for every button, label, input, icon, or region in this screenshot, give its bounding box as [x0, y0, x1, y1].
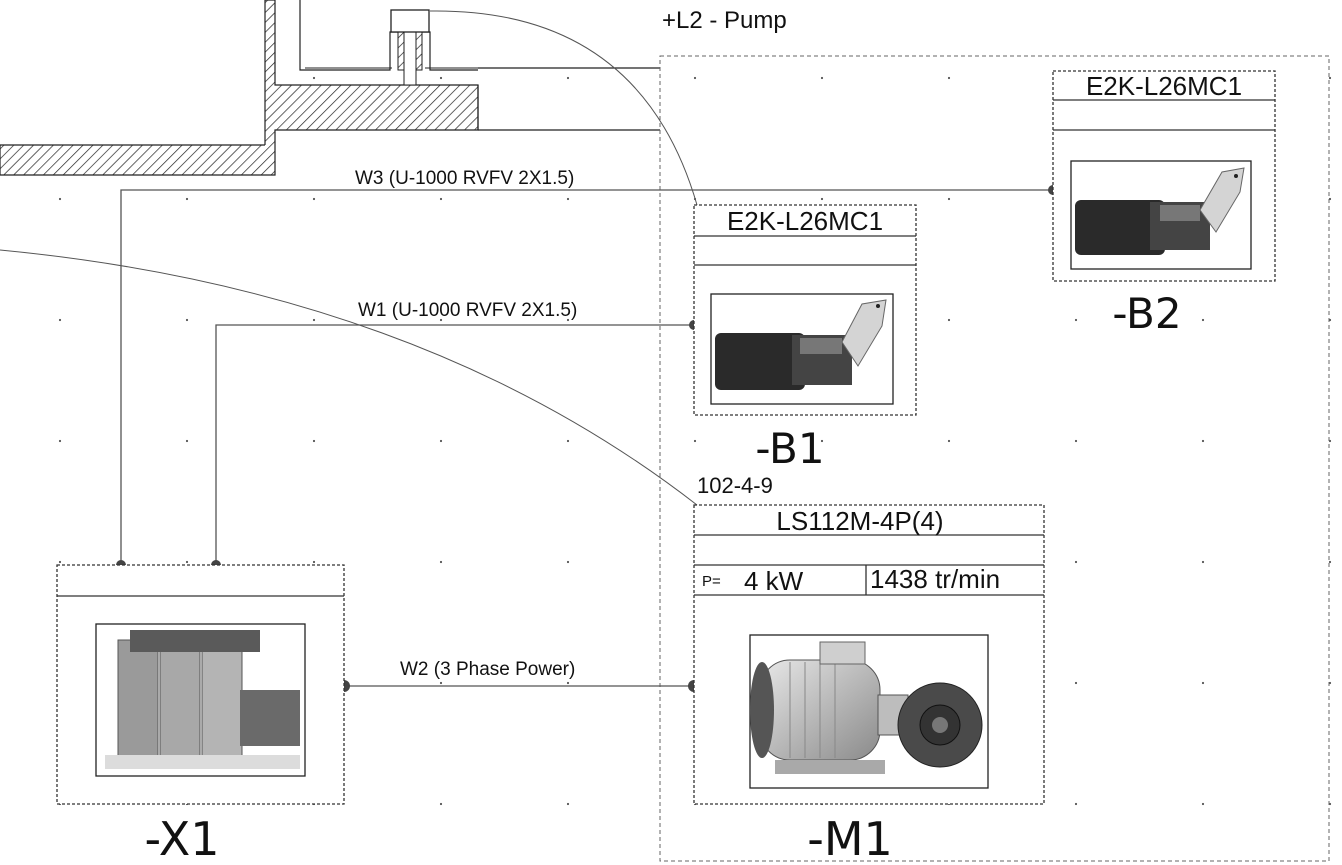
grid-dot — [1201, 802, 1205, 806]
sensor-link-curve — [429, 10, 698, 206]
grid-dot — [820, 439, 824, 443]
grid-dot — [566, 197, 570, 201]
grid-dot — [185, 197, 189, 201]
grid-dot — [312, 318, 316, 322]
limit-switch-icon — [1070, 160, 1252, 270]
grid-dot — [439, 197, 443, 201]
grid-dot — [947, 197, 951, 201]
location-label: +L2 - Pump — [662, 7, 787, 34]
grid-dot — [693, 76, 697, 80]
wire-w1[interactable]: W1 (U-1000 RVFV 2X1.5) — [215, 300, 694, 565]
grid-dot — [820, 197, 824, 201]
m1-speed: 1438 tr/min — [870, 564, 1000, 594]
device-m1[interactable]: 102-4-9 LS112M-4P(4) P= 4 kW 1438 tr/min — [693, 473, 1045, 865]
b2-reference: E2K-L26MC1 — [1086, 71, 1242, 101]
device-b2[interactable]: E2K-L26MC1 -B2 — [1052, 70, 1276, 338]
limit-switch-icon — [710, 293, 894, 405]
grid-dot — [58, 560, 62, 564]
wire-w2[interactable]: W2 (3 Phase Power) — [344, 659, 694, 687]
grid-dot — [1074, 439, 1078, 443]
grid-dot — [1201, 560, 1205, 564]
grid-dot — [1074, 681, 1078, 685]
grid-dot — [947, 439, 951, 443]
grid-dot — [58, 318, 62, 322]
b2-tag: -B2 — [1112, 289, 1181, 338]
m1-position: 102-4-9 — [697, 473, 773, 498]
grid-dot — [1201, 439, 1205, 443]
b1-reference: E2K-L26MC1 — [727, 206, 883, 236]
grid-dot — [439, 318, 443, 322]
pump-motor-icon — [749, 634, 989, 789]
grid-dot — [566, 76, 570, 80]
tank-drawing — [0, 0, 660, 176]
wire-w1-label: W1 (U-1000 RVFV 2X1.5) — [358, 300, 577, 321]
x1-tag: -X1 — [144, 812, 219, 865]
m1-reference: LS112M-4P(4) — [776, 506, 943, 536]
grid-dot — [439, 681, 443, 685]
grid-dot — [312, 560, 316, 564]
grid-dot — [1328, 560, 1332, 564]
grid-dot — [312, 197, 316, 201]
grid-dot — [566, 560, 570, 564]
location-frame[interactable] — [659, 55, 1330, 862]
grid-dot — [439, 439, 443, 443]
grid-dot — [1201, 681, 1205, 685]
motor-link-curve — [0, 249, 698, 506]
grid-dot — [1201, 318, 1205, 322]
grid-dot — [439, 802, 443, 806]
grid-dot — [693, 439, 697, 443]
grid-dot — [185, 560, 189, 564]
grid-dot — [947, 76, 951, 80]
m1-power-prefix: P= — [702, 573, 721, 590]
grid-dot — [58, 439, 62, 443]
grid-dot — [439, 560, 443, 564]
grid-dot — [185, 439, 189, 443]
grid-dot — [185, 318, 189, 322]
grid-dot — [312, 76, 316, 80]
grid-dot — [566, 318, 570, 322]
wire-w3-label: W3 (U-1000 RVFV 2X1.5) — [355, 168, 574, 189]
grid-dot — [820, 76, 824, 80]
grid-dot — [1328, 76, 1332, 80]
grid-dot — [566, 439, 570, 443]
wire-w2-label: W2 (3 Phase Power) — [400, 659, 575, 680]
wire-w3[interactable]: W3 (U-1000 RVFV 2X1.5) — [120, 168, 1053, 565]
device-b1[interactable]: E2K-L26MC1 -B1 — [693, 204, 917, 473]
grid-dot — [1074, 802, 1078, 806]
b1-tag: -B1 — [755, 424, 824, 473]
m1-tag: -M1 — [807, 812, 893, 865]
grid-dot — [312, 439, 316, 443]
m1-power: 4 kW — [744, 566, 804, 596]
grid-dot — [566, 681, 570, 685]
grid-dot — [439, 76, 443, 80]
sensor-fitting — [390, 9, 430, 33]
grid-dot — [947, 318, 951, 322]
terminal-block-icon — [95, 623, 306, 777]
grid-dot — [566, 802, 570, 806]
grid-dot — [58, 197, 62, 201]
grid-dot — [1074, 318, 1078, 322]
grid-dot — [1074, 560, 1078, 564]
device-x1[interactable]: -X1 — [56, 564, 345, 865]
